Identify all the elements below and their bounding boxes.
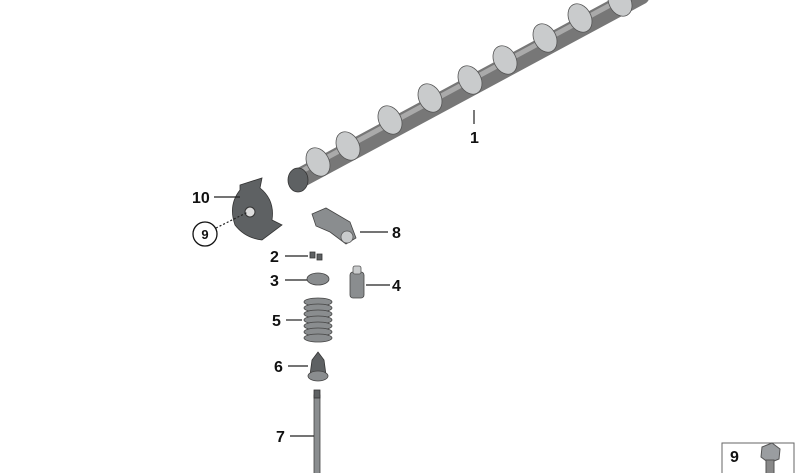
- callout-9-circle: [192, 221, 218, 247]
- cam-lobe: [457, 65, 483, 95]
- roller-rocker-arm[interactable]: [311, 207, 357, 245]
- leader-line-9: [215, 211, 249, 229]
- spring-retainer[interactable]: [306, 272, 330, 286]
- cam-lobe: [377, 105, 403, 135]
- spring-coil: [303, 333, 333, 343]
- camshaft[interactable]: [287, 0, 649, 193]
- callout-5[interactable]: 5: [272, 313, 281, 330]
- valve-spring[interactable]: [303, 297, 333, 343]
- callout-3[interactable]: 3: [270, 273, 279, 290]
- cam-lobe: [532, 23, 558, 53]
- callout-7[interactable]: 7: [276, 429, 285, 446]
- callout-2[interactable]: 2: [270, 249, 279, 266]
- callout-10[interactable]: 10: [192, 190, 210, 207]
- cam-lobe: [492, 45, 518, 75]
- sensor-wheel[interactable]: [232, 177, 283, 241]
- callout-8[interactable]: 8: [392, 225, 401, 242]
- callout-6[interactable]: 6: [274, 359, 283, 376]
- callout-1[interactable]: 1: [470, 130, 479, 147]
- cam-lobe: [567, 3, 593, 33]
- legend-label: 9: [730, 449, 739, 466]
- legend-box-9[interactable]: 9: [721, 442, 795, 473]
- cam-lobe: [417, 83, 443, 113]
- valve-stem-seal[interactable]: [307, 351, 329, 382]
- cam-lobe: [335, 131, 361, 161]
- callout-4[interactable]: 4: [392, 278, 401, 295]
- cam-lobe: [607, 0, 633, 17]
- hex-bolt-icon: [760, 442, 781, 473]
- hydraulic-lifter[interactable]: [349, 265, 365, 299]
- cam-lobe: [305, 147, 331, 177]
- valve[interactable]: [313, 389, 321, 473]
- callout-9[interactable]: 9: [201, 227, 208, 242]
- valve-keeper[interactable]: [309, 251, 323, 261]
